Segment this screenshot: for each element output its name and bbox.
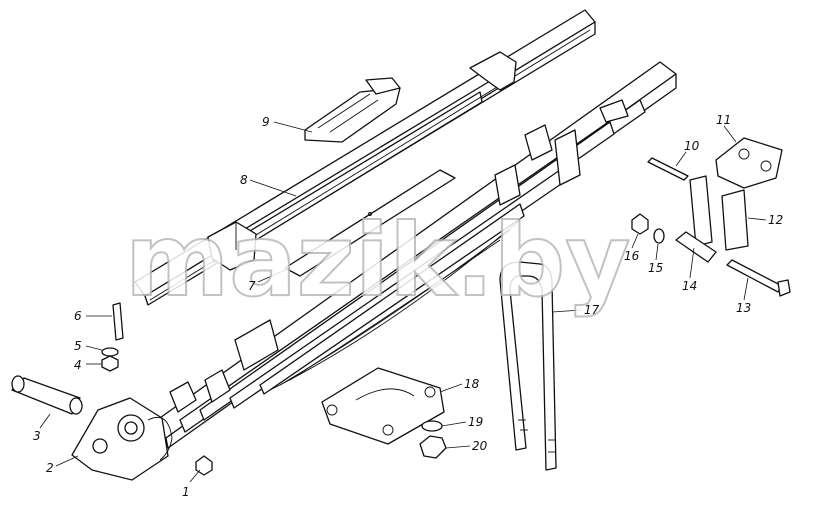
main-spring-pack	[149, 61, 677, 449]
callout-9: 9	[262, 115, 270, 129]
callout-4: 4	[74, 358, 82, 372]
callout-1: 1	[182, 485, 190, 499]
lubricator-bolt	[112, 302, 124, 341]
nut-4	[101, 355, 119, 372]
watermark: mazik.by	[125, 202, 630, 319]
nut-16	[631, 213, 649, 235]
callout-18: 18	[464, 377, 480, 391]
u-bolt	[499, 261, 557, 471]
callout-13: 13	[736, 301, 751, 315]
plate-12	[721, 189, 749, 251]
callout-7: 7	[248, 279, 256, 293]
callout-16: 16	[624, 249, 640, 263]
callout-5: 5	[74, 339, 82, 353]
bolt-13-head	[777, 279, 791, 297]
callout-labels: 1 2 3 4 5 6 7 8 9 10 11 12 13 14 15 16 1…	[33, 113, 783, 499]
callout-12: 12	[768, 213, 783, 227]
callout-20: 20	[472, 439, 488, 453]
spring-pad	[304, 77, 401, 143]
callout-14: 14	[682, 279, 697, 293]
callout-17: 17	[584, 303, 600, 317]
auxiliary-spring-pack	[134, 9, 596, 306]
washer-19	[421, 420, 443, 432]
callout-3: 3	[33, 429, 41, 443]
rear-bracket	[715, 137, 783, 189]
front-bracket	[71, 397, 173, 481]
pin-10	[647, 157, 689, 181]
saddle-plate	[321, 367, 445, 445]
callout-15: 15	[648, 261, 663, 275]
washer-15	[653, 228, 665, 244]
spring-pin	[11, 375, 83, 415]
callout-11: 11	[716, 113, 731, 127]
nut-20	[419, 435, 447, 459]
sleeve-14-plate	[689, 175, 713, 247]
callout-2: 2	[46, 461, 54, 475]
sleeve-14	[675, 231, 717, 263]
leader-lines	[39, 121, 767, 483]
bolt-13	[726, 259, 783, 293]
callout-10: 10	[684, 139, 700, 153]
callout-19: 19	[468, 415, 483, 429]
callout-8: 8	[240, 173, 248, 187]
callout-6: 6	[74, 309, 82, 323]
washer-5	[101, 347, 119, 357]
